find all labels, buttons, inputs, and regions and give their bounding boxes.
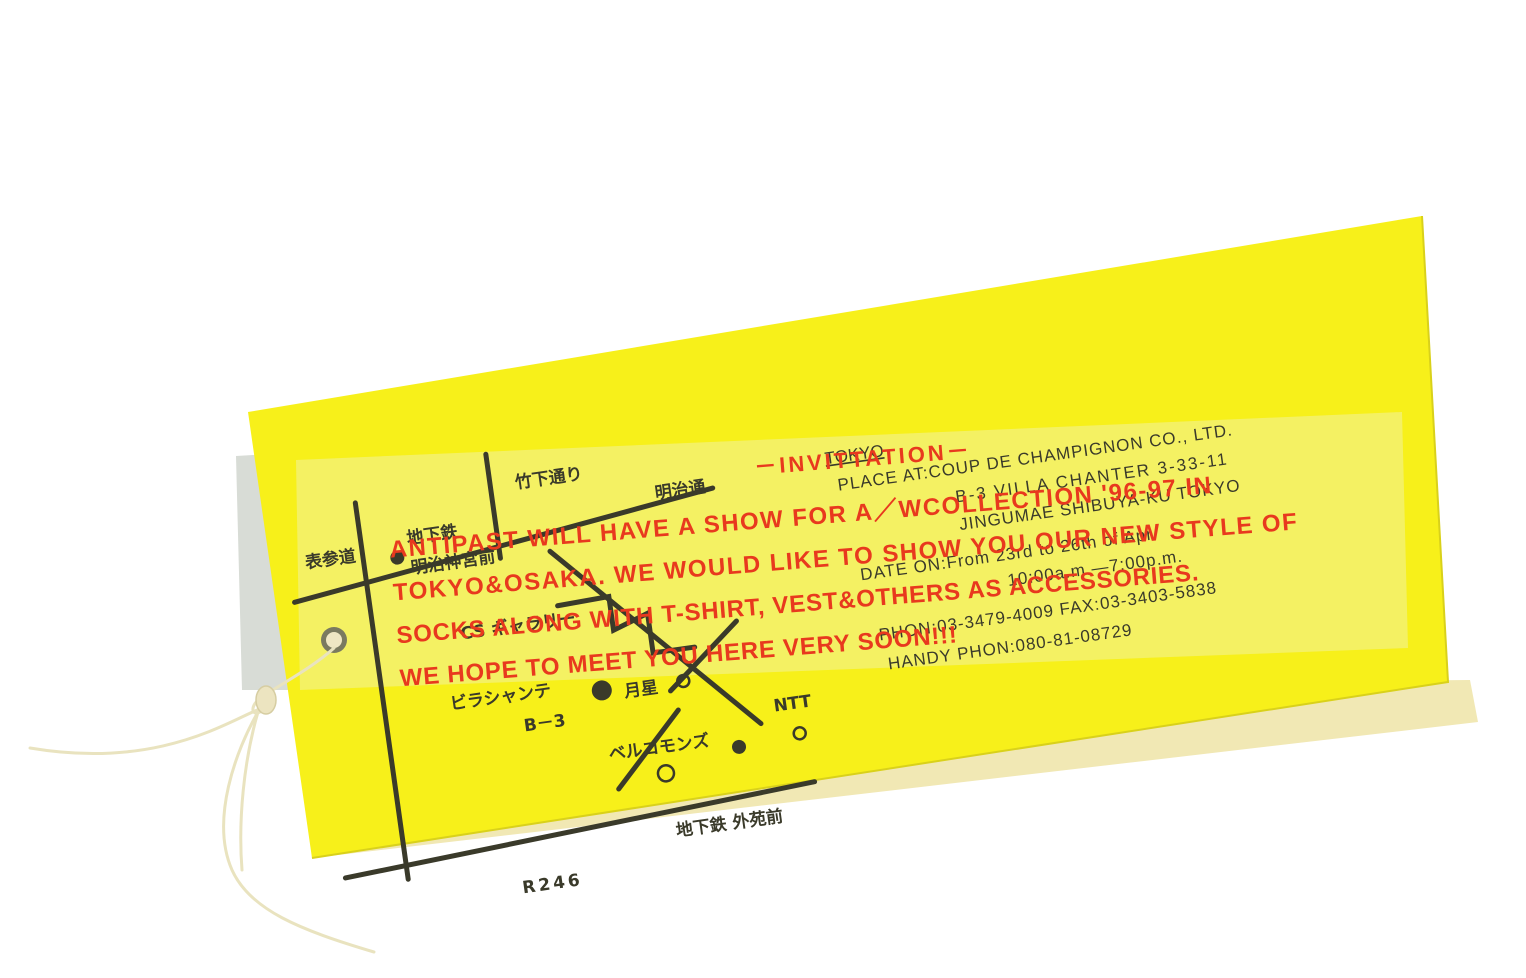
map-circle-ntt <box>792 726 807 741</box>
clear-film-strip <box>296 412 1408 690</box>
string-knot <box>255 685 277 715</box>
string-knot-bead <box>326 632 342 648</box>
card-shadow-edge <box>311 215 1450 859</box>
map-label-tsukiboshi: 月星 <box>622 678 659 703</box>
map-dot-villa <box>591 680 612 701</box>
map-dot-gaien <box>732 739 747 754</box>
map-label-r246: R246 <box>521 870 584 898</box>
map-circle-tsukiboshi <box>676 673 691 689</box>
map-circle-bell <box>656 764 676 783</box>
map-dot-jingumae <box>390 550 405 565</box>
